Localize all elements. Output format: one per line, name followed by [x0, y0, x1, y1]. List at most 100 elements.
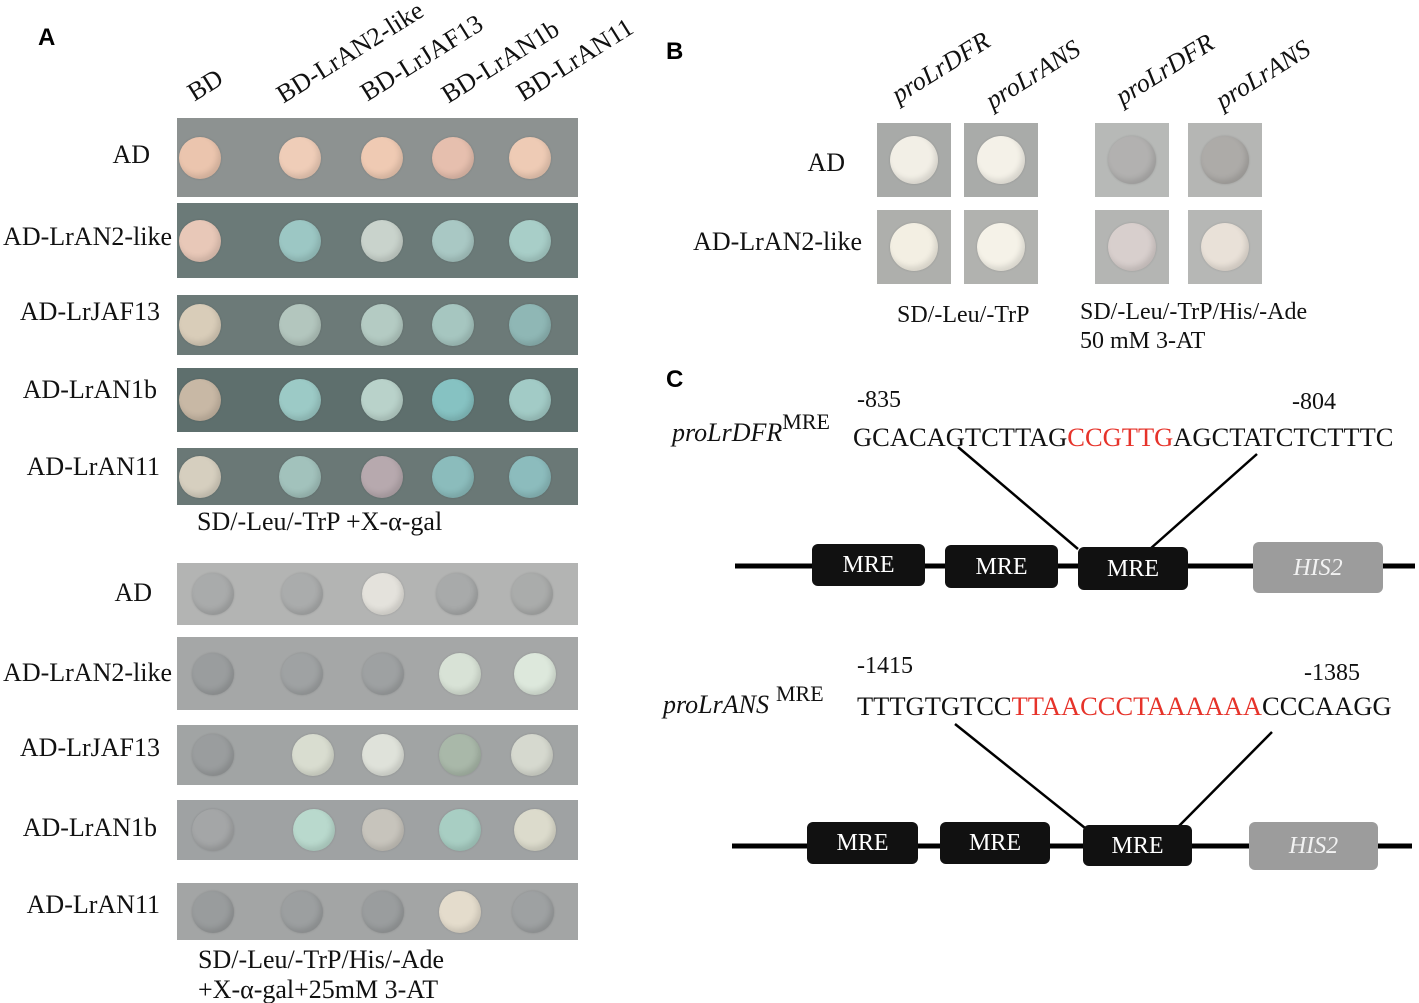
colony [432, 219, 474, 262]
colony [511, 573, 553, 615]
plate-strip [177, 448, 578, 505]
colony [977, 223, 1025, 271]
colony [439, 890, 481, 933]
colony [432, 136, 474, 179]
colony [279, 304, 321, 346]
row-label-ad: AD [807, 148, 845, 177]
colony [509, 219, 551, 262]
row-label-ad-lrjaf13: AD-LrJAF13 [19, 297, 160, 326]
his2-reporter-box: HIS2 [1249, 822, 1378, 870]
colony [509, 379, 551, 421]
colony [279, 379, 321, 421]
construct-name: proLrDFR [672, 418, 783, 447]
mre-element-box: MRE [807, 822, 918, 864]
colony [179, 379, 221, 421]
mre-element-box: MRE [1078, 547, 1188, 590]
position-start: -1415 [857, 653, 913, 679]
colony [509, 304, 551, 346]
mre-element-box: MRE [812, 544, 925, 586]
position-end: -804 [1292, 389, 1336, 415]
mre-element-box: MRE [1083, 825, 1192, 866]
sequence-core-motif: TTAACCCTAAAAAA [1011, 691, 1263, 721]
colony [192, 734, 234, 776]
plate-strip [177, 563, 578, 625]
colony [361, 136, 403, 179]
colony [281, 890, 323, 933]
caption-top-medium: SD/-Leu/-TrP +X-α-gal [197, 507, 443, 536]
plate-strip [177, 203, 578, 278]
sequence-flank: GCACAGTCTTAG [853, 422, 1068, 452]
row-label-ad-lran2-like: AD-LrAN2-like [693, 227, 862, 256]
colony [439, 809, 481, 851]
plate-strip [177, 368, 578, 432]
colony [439, 652, 481, 695]
colony [361, 304, 403, 346]
construct-superscript: MRE [782, 409, 830, 434]
colony [279, 136, 321, 179]
plate-square [877, 123, 951, 197]
plate-strip [177, 800, 578, 860]
colony [362, 734, 404, 776]
colony [512, 890, 554, 933]
colony [439, 734, 481, 776]
colony [514, 652, 556, 695]
sequence-core-motif: CCGTTG [1067, 422, 1174, 452]
colony [293, 809, 335, 851]
position-start: -835 [857, 387, 901, 413]
row-label-ad: AD [114, 578, 152, 607]
colony [511, 734, 553, 776]
his2-reporter-box: HIS2 [1253, 542, 1383, 593]
row-label-ad: AD [112, 140, 150, 169]
colony [361, 379, 403, 421]
plate-square [1188, 123, 1262, 197]
colony [362, 890, 404, 933]
colony [362, 573, 404, 615]
colony [432, 455, 474, 498]
row-label-ad-lran11: AD-LrAN11 [26, 452, 160, 481]
plate-square [877, 210, 951, 284]
connector-line [1176, 731, 1273, 829]
colony [279, 219, 321, 262]
plate-strip [177, 295, 578, 355]
colony [192, 652, 234, 695]
panel-c-label: C [666, 366, 684, 393]
colony [192, 573, 234, 615]
connector-line [954, 723, 1086, 829]
colony [361, 219, 403, 262]
colony [179, 455, 221, 498]
sequence-flank: TTTGTGTCC [857, 691, 1012, 721]
colony [1201, 223, 1249, 271]
plate-square [1095, 210, 1169, 284]
sequence: GCACAGTCTTAGCCGTTGAGCTATCTCTTTC [853, 422, 1393, 452]
sequence: TTTGTGTCCTTAACCCTAAAAAACCCAAGG [857, 691, 1392, 721]
colony [509, 455, 551, 498]
plate-strip [177, 118, 578, 197]
colony [179, 219, 221, 262]
colony [192, 809, 234, 851]
position-end: -1385 [1304, 660, 1360, 686]
construct-name: proLrANS [663, 690, 769, 719]
colony [1108, 223, 1156, 271]
colony [362, 809, 404, 851]
connector-line [957, 446, 1079, 550]
sequence-flank: CCCAAGG [1262, 691, 1392, 721]
panel-b-label: B [666, 38, 684, 65]
caption-right-medium-line2: 50 mM 3-AT [1080, 328, 1206, 354]
colony [1201, 136, 1249, 184]
colony [192, 890, 234, 933]
row-label-ad-lran11: AD-LrAN11 [26, 890, 160, 919]
plate-strip [177, 883, 578, 940]
construct-superscript: MRE [775, 681, 824, 706]
colony [890, 136, 938, 184]
row-label-ad-lran2-like: AD-LrAN2-like [3, 658, 172, 687]
mre-element-box: MRE [945, 545, 1058, 588]
caption-right-medium-line1: SD/-Leu/-TrP/His/-Ade [1080, 299, 1308, 325]
colony [1108, 136, 1156, 184]
mre-element-box: MRE [940, 822, 1050, 864]
construct-label: proLrDFRMRE [672, 409, 830, 449]
caption-bottom-medium-line2: +X-α-gal+25mM 3-AT [198, 975, 439, 1003]
colony [179, 136, 221, 179]
